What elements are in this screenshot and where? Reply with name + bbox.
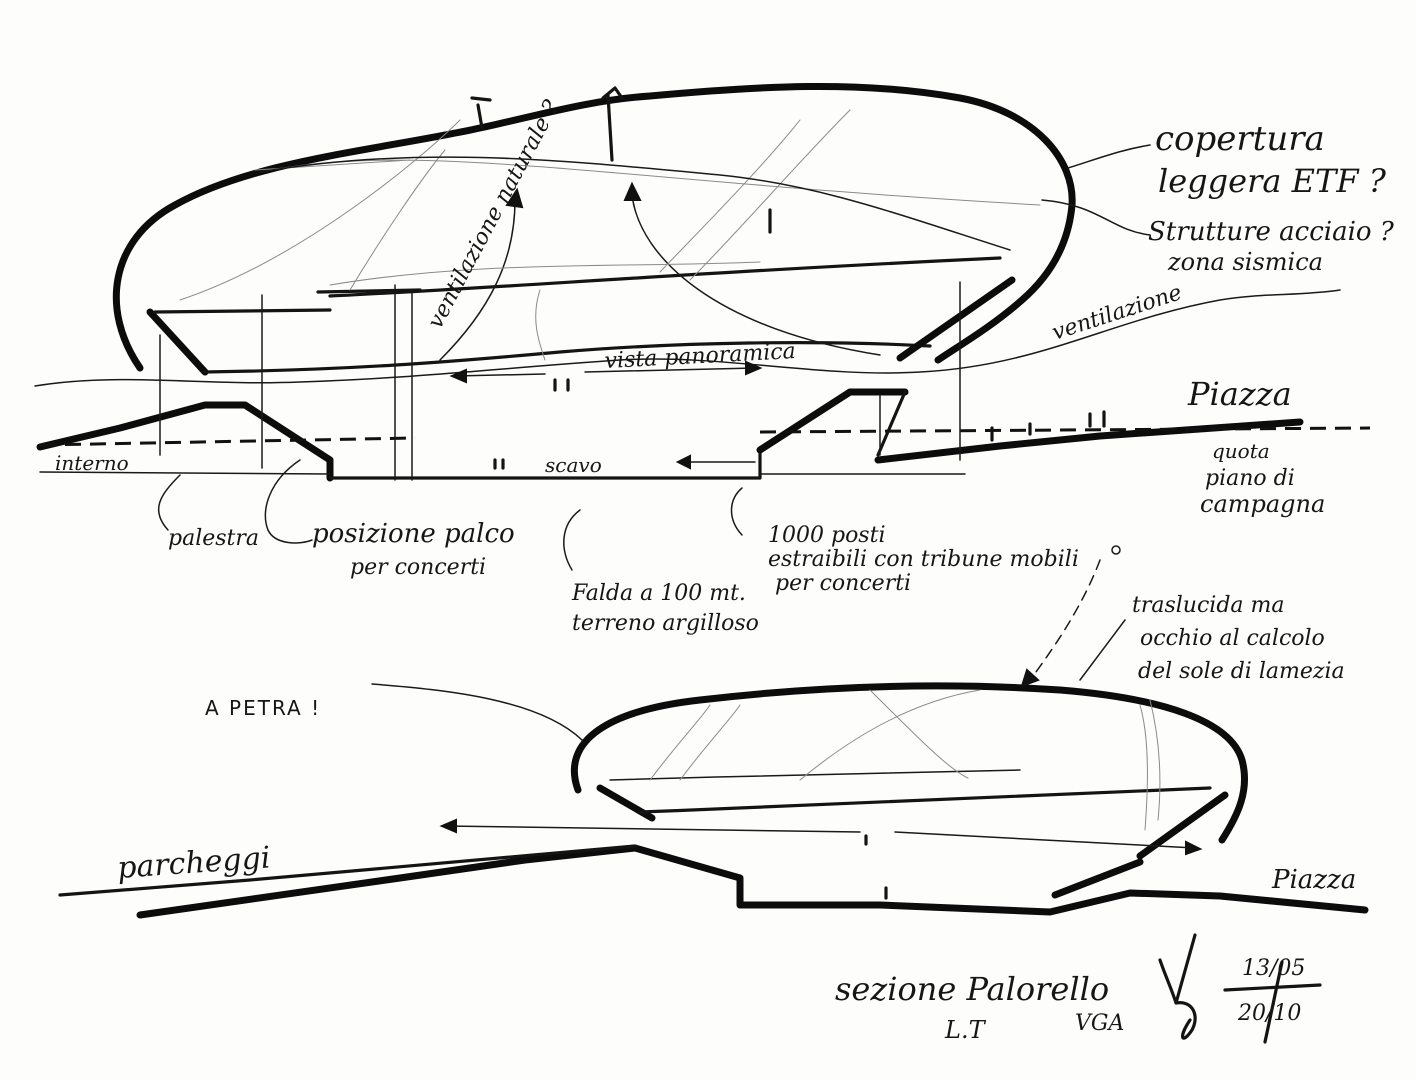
- lower-sun-arrowhead: [1020, 668, 1040, 688]
- lower-span-arrowhead-left: [439, 818, 457, 834]
- label-scavo: scavo: [545, 453, 602, 477]
- sun-symbol: [1111, 545, 1121, 555]
- ventilation-arrow-center: [631, 194, 881, 356]
- ventilation-arrow-left: [439, 199, 516, 361]
- date-slash: [1263, 960, 1284, 1044]
- label-date-bottom: 20/10: [1237, 1001, 1301, 1026]
- label-sezione: sezione Palorello: [835, 970, 1109, 1008]
- view-arrowhead-right: [745, 360, 763, 376]
- upper-right-slab: [896, 276, 1016, 362]
- label-palestra: palestra: [168, 526, 259, 551]
- leader-traslucida: [1079, 619, 1126, 681]
- label-falda-2: terreno argilloso: [572, 611, 759, 636]
- roof-vent-notch-right: [601, 86, 624, 162]
- label-piazza-top: Piazza: [1187, 375, 1292, 413]
- label-date-top: 13/05: [1242, 956, 1305, 981]
- lower-left-tribune: [596, 784, 656, 822]
- label-lt: L.T: [944, 1016, 987, 1044]
- lower-roof-shell: [570, 682, 1249, 844]
- lower-section: [58, 545, 1369, 919]
- date-bar: [1223, 983, 1322, 992]
- pencil-construction-lines: [179, 109, 1041, 361]
- label-vga: VGA: [1075, 1011, 1124, 1036]
- label-traslucida-2: occhio al calcolo: [1140, 626, 1325, 651]
- ventilation-arrowhead-left: [505, 187, 524, 209]
- lower-ground-top: [58, 844, 637, 897]
- upper-horizon-left: [39, 471, 966, 475]
- lower-span-arrow: [444, 825, 1196, 849]
- upper-wind-line: [34, 289, 1341, 387]
- signature-scribble: [1158, 933, 1197, 1040]
- upper-mid-deck: [328, 256, 1002, 298]
- lower-sun-arrow: [1029, 559, 1101, 681]
- upper-roof-shell: [112, 82, 1076, 372]
- label-quota-3: campagna: [1200, 490, 1325, 518]
- upper-balcony-line: [153, 288, 932, 374]
- roof-surface-line: [259, 156, 1011, 251]
- lower-inner-deck: [638, 786, 1212, 814]
- people-figures-upper: [493, 208, 1106, 470]
- leader-falda: [563, 509, 581, 571]
- lower-right-ramp: [1051, 858, 1144, 899]
- upper-left-ground: [36, 401, 334, 482]
- label-traslucida-3: del sole di lamezia: [1138, 659, 1345, 684]
- label-interno: interno: [55, 451, 129, 475]
- upper-ground-dashed: [39, 426, 1371, 447]
- leader-strutture: [1041, 199, 1151, 236]
- label-a-petra: A PETRA !: [205, 696, 321, 720]
- leader-copertura: [1067, 144, 1151, 169]
- label-quota-1: quota: [1212, 439, 1270, 463]
- label-quota-2: piano di: [1205, 466, 1295, 491]
- people-figures-lower: [864, 834, 888, 900]
- upper-left-tribune: [146, 308, 209, 376]
- upper-pit-floor: [328, 450, 762, 480]
- label-piazza-bottom: Piazza: [1271, 865, 1356, 895]
- label-falda-1: Falda a 100 mt.: [571, 581, 746, 606]
- upper-right-wall: [876, 390, 907, 457]
- upper-verticals: [159, 281, 961, 481]
- leader-posti: [730, 487, 743, 536]
- label-posti-3: per concerti: [775, 571, 911, 596]
- lower-floor-line: [609, 769, 1021, 781]
- leader-petra: [371, 683, 583, 741]
- label-posizione-1: posizione palco: [312, 519, 515, 549]
- label-copertura-1: copertura: [1155, 119, 1325, 159]
- label-posti-2: estraibili con tribune mobili: [768, 547, 1079, 572]
- signature-block: [1158, 933, 1322, 1044]
- ventilation-arrowhead-center: [623, 181, 642, 201]
- leader-posizione: [264, 459, 313, 544]
- roof-vent-notch-left: [470, 96, 492, 130]
- label-vista: vista panoramica: [604, 339, 796, 374]
- upper-section: [34, 82, 1371, 571]
- lower-span-arrowhead-right: [1185, 840, 1203, 856]
- label-copertura-2: leggera ETF ?: [1158, 162, 1387, 200]
- view-arrowhead-left: [449, 368, 467, 384]
- label-traslucida-1: traslucida ma: [1132, 593, 1285, 618]
- lower-pencil-lines: [649, 689, 1161, 831]
- label-strutture-2: zona sismica: [1167, 248, 1323, 276]
- label-posizione-2: per concerti: [350, 555, 486, 580]
- lower-ground: [136, 844, 1369, 919]
- label-posti-1: 1000 posti: [768, 523, 885, 548]
- leader-palestra: [157, 474, 181, 531]
- label-strutture-1: Strutture acciaio ?: [1148, 217, 1395, 247]
- scavo-arrowhead: [675, 454, 691, 470]
- view-arrow: [454, 367, 756, 377]
